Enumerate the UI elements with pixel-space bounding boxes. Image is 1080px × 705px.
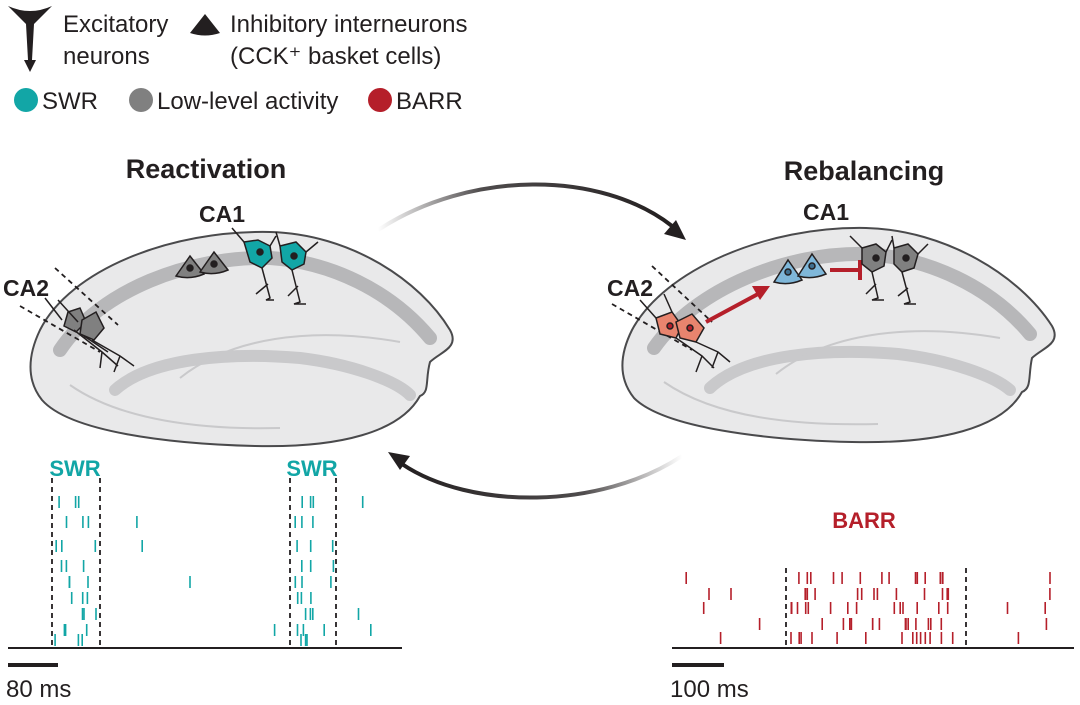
ca2-barr-neuron-cluster [639, 293, 731, 373]
hippocampal-fissure [663, 381, 879, 426]
ca2-boundary-line [651, 265, 713, 323]
dentate-layer [704, 345, 1016, 396]
ca1-interneuron-cluster [174, 250, 230, 279]
arrow-to-reactivation [400, 454, 684, 500]
arrow-to-reactivation-head [388, 452, 410, 470]
dentate-layer [109, 349, 416, 401]
rebalancing-raster [685, 572, 1051, 644]
dentate-inner-line [775, 330, 1001, 375]
hippocampal-fissure [69, 384, 281, 430]
arrow-to-rebalancing [376, 182, 674, 232]
rebalancing-ca1-label: CA1 [803, 199, 849, 225]
inhibitory-interneuron-icon [190, 14, 220, 36]
ca1-swr-neuron-cluster [231, 227, 319, 305]
excitation-arrowhead [752, 286, 770, 300]
ca2-boundary-line [19, 305, 101, 353]
legend-barr-label: BARR [396, 88, 463, 115]
rebalancing-hippocampus: CA1 CA2 [607, 199, 1056, 444]
swr-dot-icon [14, 88, 38, 112]
reactivation-scale-label: 80 ms [6, 676, 71, 703]
reactivation-swr-label-1: SWR [49, 456, 100, 481]
rebalancing-title: Rebalancing [784, 156, 945, 186]
rebalancing-ca2-label: CA2 [607, 275, 653, 301]
legend-inhibitory-label-line1: Inhibitory interneurons [230, 11, 467, 38]
reactivation-swr-label-2: SWR [286, 456, 337, 481]
legend-excitatory-label-line1: Excitatory [63, 11, 168, 38]
legend-swr-label: SWR [42, 88, 98, 115]
ca1-neuron-cluster [849, 235, 929, 305]
legend: Excitatory neurons Inhibitory interneuro… [8, 6, 467, 115]
rebalancing-barr-label: BARR [832, 508, 896, 533]
reactivation-hippocampus: CA1 CA2 [3, 201, 454, 448]
reactivation-raster [54, 496, 372, 646]
excitatory-neuron-icon [8, 6, 52, 72]
reactivation-title: Reactivation [126, 154, 287, 184]
reactivation-ca2-label: CA2 [3, 275, 49, 301]
dentate-inner-line [179, 334, 401, 379]
legend-low-level-label: Low-level activity [157, 88, 338, 115]
barr-dot-icon [368, 88, 392, 112]
low-level-dot-icon [129, 88, 153, 112]
ca2-boundary-line [611, 303, 693, 351]
legend-excitatory-label-line2: neurons [63, 43, 150, 70]
excitation-arrow [705, 292, 759, 324]
ca2-neuron-cluster [44, 297, 135, 373]
rebalancing-scale-label: 100 ms [670, 676, 749, 703]
legend-inhibitory-label-line2: (CCK⁺ basket cells) [230, 43, 441, 70]
reactivation-ca1-label: CA1 [199, 201, 245, 227]
ca1-interneuron-cluster [772, 252, 828, 285]
arrow-to-rebalancing-head [664, 220, 686, 240]
cycle-arrows [376, 182, 686, 500]
